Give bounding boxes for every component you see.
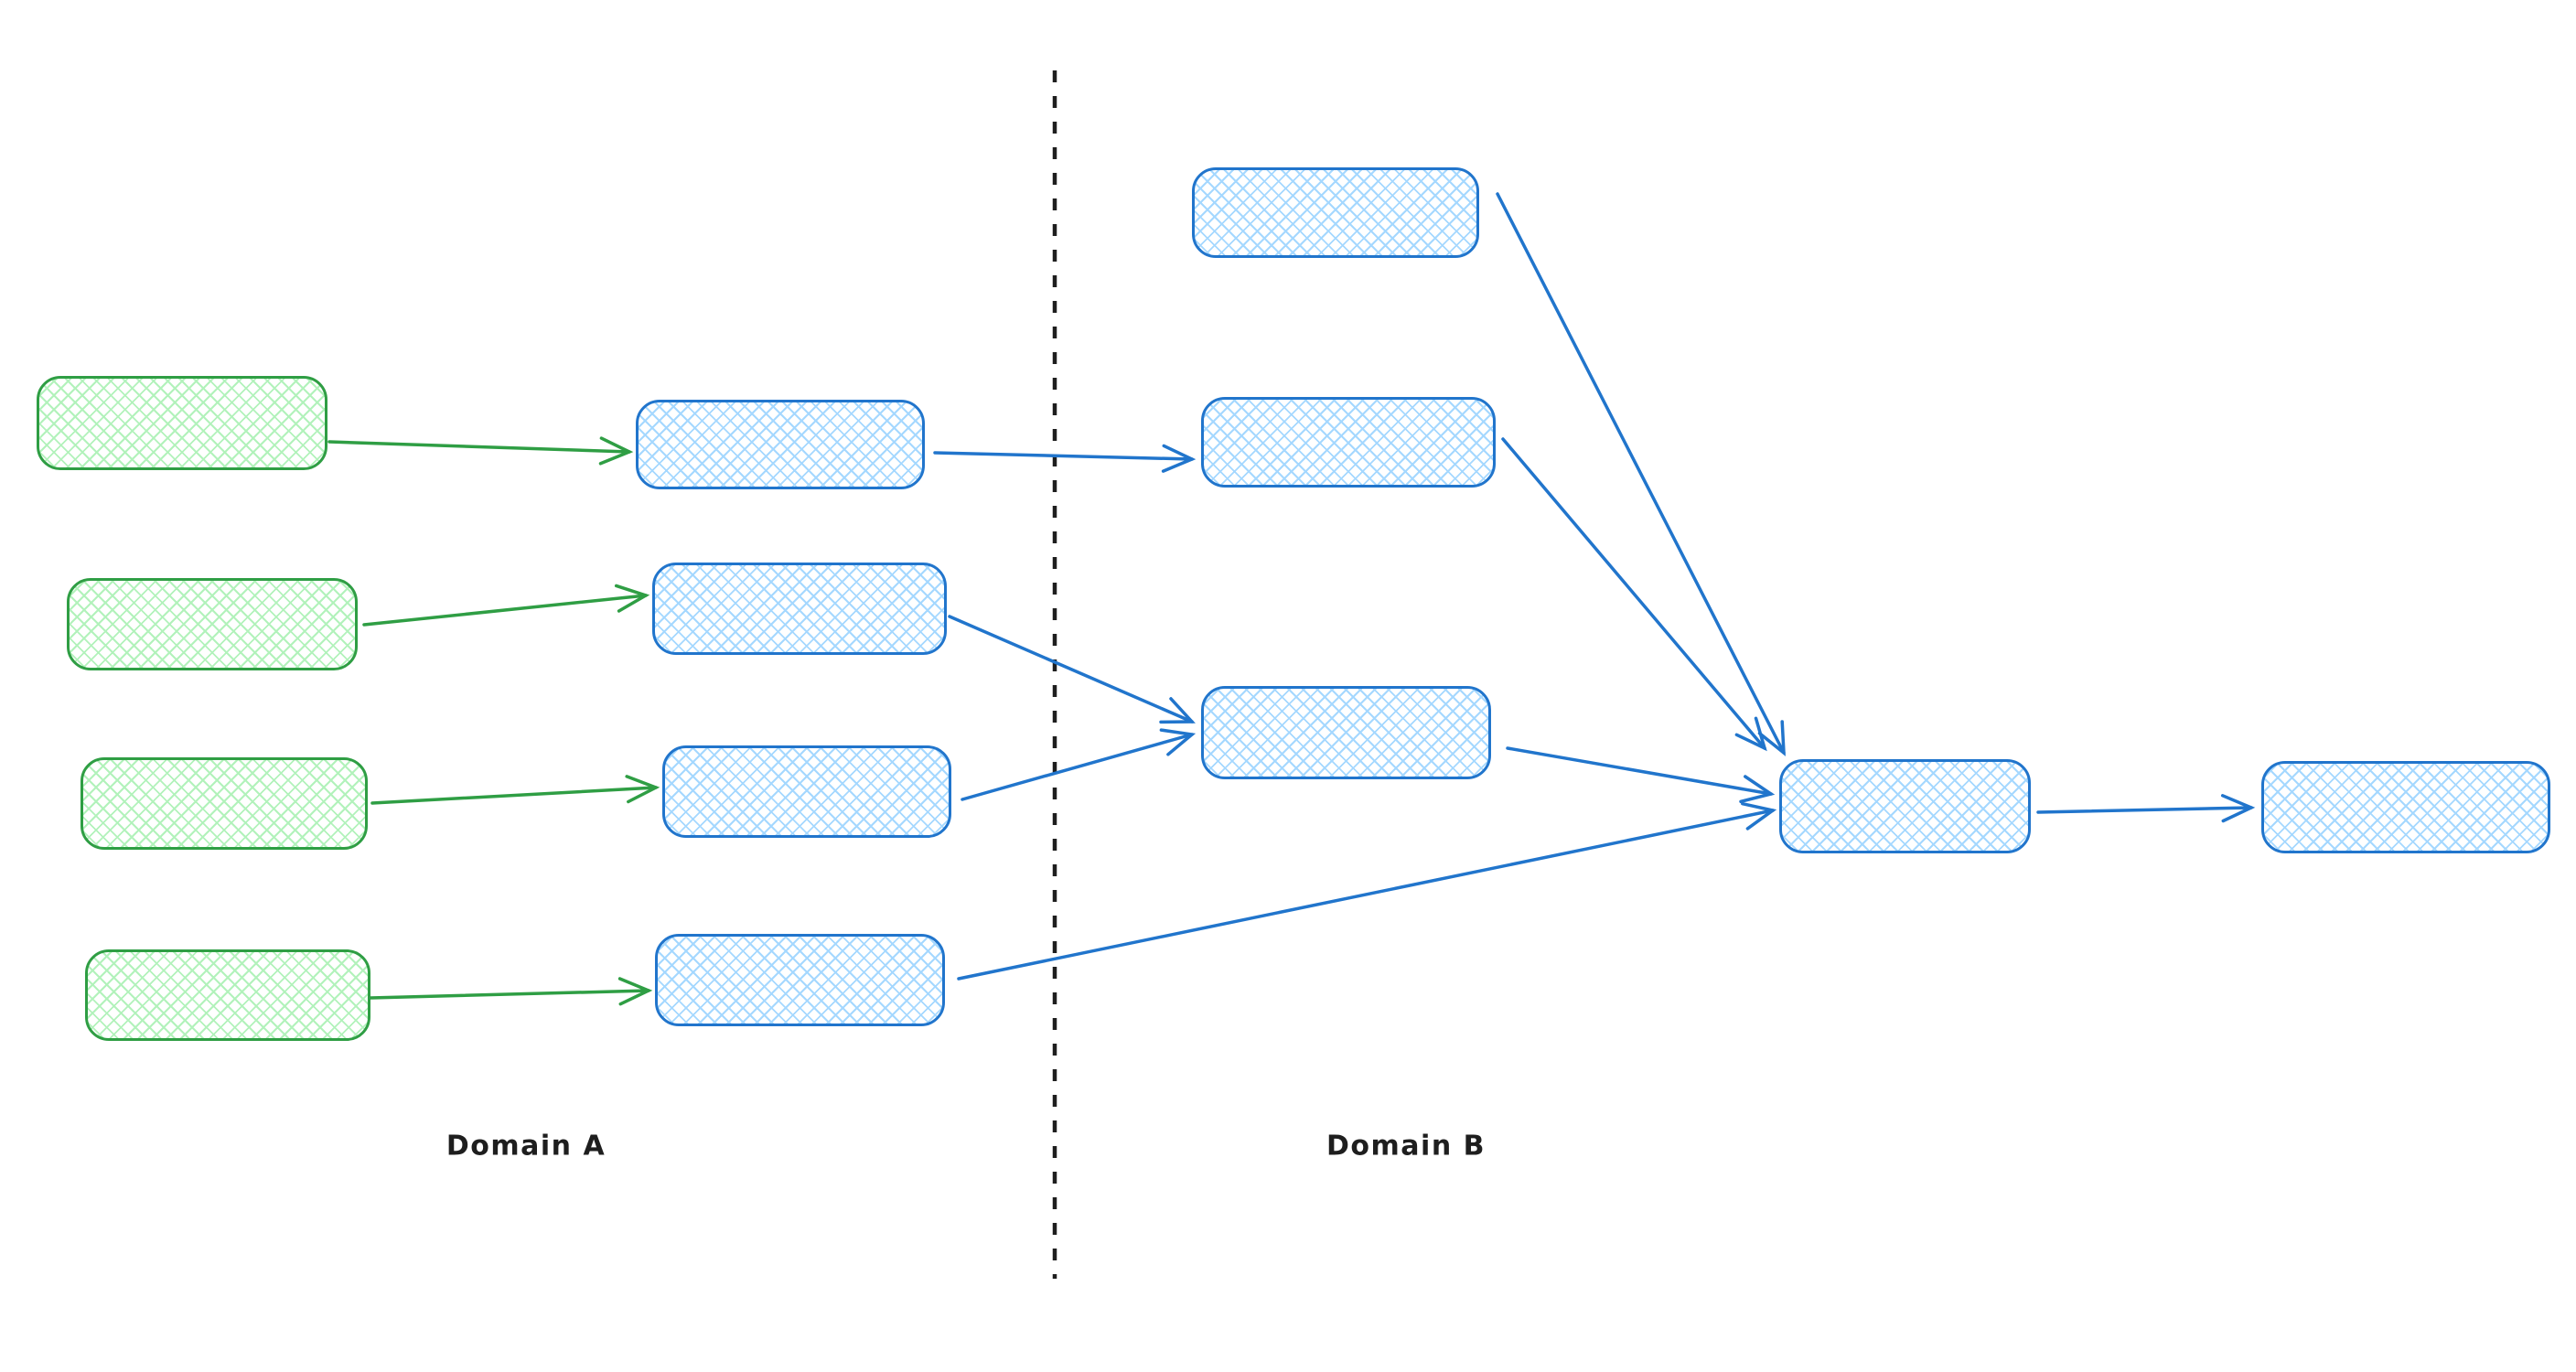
node-a-source-2[interactable] — [67, 578, 358, 670]
node-a-stage-2[interactable] — [652, 563, 947, 655]
edge-stage2-to-bnode3 — [948, 615, 1196, 724]
node-b-merge[interactable] — [1779, 759, 2031, 853]
arrowhead-icon — [614, 584, 650, 613]
edge-source3-to-stage3 — [370, 775, 660, 805]
node-a-source-4[interactable] — [85, 949, 370, 1041]
node-b-output[interactable] — [2261, 761, 2550, 853]
arrowhead-icon — [1161, 444, 1197, 473]
edge-source4-to-stage4 — [369, 977, 653, 1006]
arrowhead-icon — [1741, 801, 1777, 831]
arrowhead-icon — [1159, 728, 1197, 756]
domain-a-label: Domain A — [445, 1130, 606, 1163]
edge-bnode1-to-merge — [1496, 192, 1786, 756]
node-b-node-3[interactable] — [1201, 686, 1491, 779]
node-b-node-2[interactable] — [1201, 397, 1496, 488]
edge-stage1-to-bnode2 — [933, 444, 1197, 473]
arrowhead-icon — [1734, 716, 1767, 752]
edge-merge-to-output — [2036, 794, 2256, 823]
node-a-source-3[interactable] — [80, 757, 368, 850]
edge-bnode3-to-merge — [1506, 746, 1776, 804]
arrowhead-icon — [598, 436, 634, 466]
node-b-node-1[interactable] — [1192, 167, 1479, 258]
domain-b-label: Domain B — [1326, 1130, 1486, 1163]
arrowhead-icon — [617, 977, 653, 1006]
arrowhead-icon — [1739, 775, 1776, 804]
edge-source2-to-stage2 — [362, 584, 650, 627]
arrowhead-icon — [1757, 720, 1786, 756]
arrowhead-icon — [1159, 697, 1196, 724]
edge-stage3-to-bnode3 — [961, 728, 1197, 801]
edge-bnode2-to-merge — [1501, 437, 1767, 752]
edge-source1-to-stage1 — [327, 436, 634, 466]
edge-stage4-to-merge — [957, 801, 1777, 981]
arrowhead-icon — [625, 775, 660, 804]
node-a-stage-4[interactable] — [655, 934, 945, 1026]
arrowhead-icon — [2220, 794, 2256, 823]
node-a-source-1[interactable] — [37, 376, 327, 470]
node-a-stage-1[interactable] — [636, 400, 925, 489]
node-a-stage-3[interactable] — [662, 745, 951, 838]
